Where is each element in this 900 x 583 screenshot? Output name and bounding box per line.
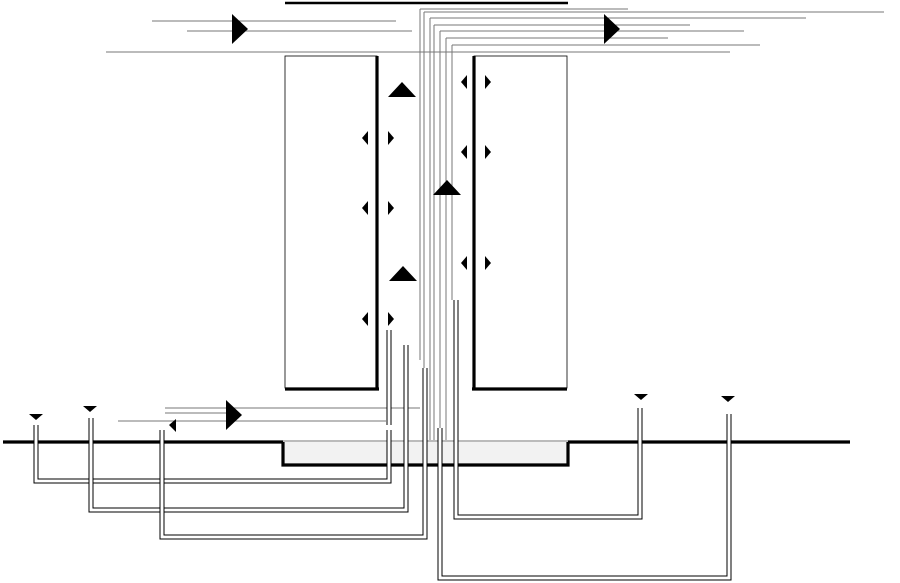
left-panel (284, 55, 378, 389)
lower-horizontal-lines (118, 407, 420, 422)
conduit-pipes (33, 300, 732, 581)
arrow-right-icon (485, 75, 491, 89)
small-arrow-left-icon (169, 419, 176, 432)
upper-horizontal-lines (106, 8, 884, 53)
arrow-right-icon (388, 201, 394, 215)
flow-arrow-right-icon (604, 14, 620, 44)
arrow-left-icon (461, 75, 467, 89)
vertical-conduits (419, 9, 453, 440)
level-markers (29, 394, 735, 420)
arrow-left-icon (461, 145, 467, 159)
level-marker-icon (29, 414, 43, 420)
arrow-up-icon (388, 82, 416, 97)
arrow-right-icon (485, 256, 491, 270)
arrow-left-icon (362, 131, 368, 145)
level-marker-icon (721, 396, 735, 402)
arrow-left-icon (362, 312, 368, 326)
level-marker-icon (634, 394, 648, 400)
level-marker-icon (83, 406, 97, 412)
arrow-up-icon (433, 180, 461, 195)
arrow-left-icon (461, 256, 467, 270)
arrow-right-icon (388, 131, 394, 145)
right-panel-markers (461, 75, 491, 270)
left-panel-markers (362, 131, 394, 326)
arrow-right-icon (388, 312, 394, 326)
arrow-right-icon (485, 145, 491, 159)
arrow-left-icon (362, 201, 368, 215)
flow-arrow-right-icon (226, 400, 242, 430)
flow-arrow-right-icon (232, 14, 248, 44)
right-panel (473, 55, 568, 389)
arrow-up-icon (389, 266, 417, 281)
